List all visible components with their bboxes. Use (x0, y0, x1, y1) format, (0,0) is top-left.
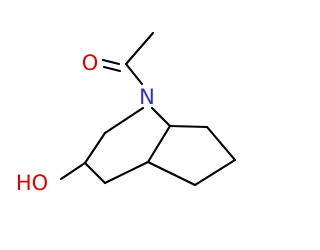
bond-ring-left-1 (83, 131, 107, 165)
bond-right-ring-2 (205, 125, 237, 162)
bond-methyl-carbonyl (124, 31, 155, 66)
structure-canvas: O N HO (15, 31, 237, 195)
bond-nitrogen-right-bridgehead (150, 106, 172, 128)
bond-ring-left-2 (83, 161, 107, 185)
bond-carbonyl-oxygen-2 (102, 65, 122, 73)
bond-ring-left-3 (103, 160, 150, 185)
bond-carbonyl-oxygen-1 (101, 58, 121, 66)
bond-right-ring-3 (193, 158, 237, 187)
bond-right-ring-4 (146, 160, 197, 187)
molecule-structure-diagram: O N HO (16, 31, 237, 195)
bond-carbon-hydroxyl (59, 161, 87, 181)
bond-carbonyl-nitrogen (124, 62, 144, 86)
bond-ring-bridgehead (146, 124, 172, 164)
bond-right-ring-1 (168, 124, 209, 129)
hydroxyl-label: HO (16, 171, 48, 195)
bond-nitrogen-left-bridgehead (103, 106, 145, 135)
carbonyl-oxygen-label: O (82, 51, 99, 75)
nitrogen-label: N (139, 85, 155, 109)
